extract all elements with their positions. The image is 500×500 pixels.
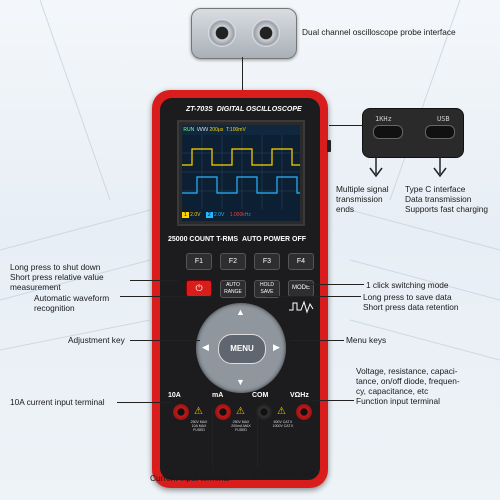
waveform-plot	[182, 135, 300, 209]
menu-keys-callout: Menu keys	[346, 335, 387, 345]
menu-button[interactable]: MENU	[218, 334, 266, 364]
up-arrow-icon[interactable]: ▲	[236, 307, 245, 317]
hold-save-button[interactable]: HOLD SAVE	[254, 280, 280, 298]
signal-port	[373, 125, 403, 139]
terminal-vhz[interactable]	[296, 404, 312, 420]
side-port	[327, 140, 331, 152]
display: RUN \/\/\/\/ 200μs T:100mV 1 2.0V 2	[177, 120, 305, 226]
voltage-callout: Voltage, resistance, capaci- tance, on/o…	[356, 366, 460, 406]
f2-key[interactable]: F2	[220, 253, 246, 270]
current-input-callout: Current input terminal	[150, 473, 230, 483]
terminal-com-label: COM	[252, 392, 269, 399]
auto-wave-callout: Automatic waveform recognition	[34, 293, 110, 313]
lcd-bottom-bar: 1 2.0V 2 2.0V 1.000kHz	[182, 212, 251, 218]
right-arrow-icon[interactable]: ▶	[273, 342, 280, 352]
usb-panel-left-text: 1KHz	[375, 115, 392, 123]
typec-label: Type C interface Data transmission Suppo…	[405, 184, 489, 214]
warning-icon: ⚠	[194, 406, 203, 417]
terminal-com[interactable]	[256, 404, 272, 420]
warning-icon: ⚠	[277, 406, 286, 417]
waveform-icon	[289, 300, 314, 314]
multi-signal-label: Multiple signal transmission ends	[336, 184, 389, 214]
probe-jack-1	[208, 19, 236, 47]
lcd-screen: RUN \/\/\/\/ 200μs T:100mV 1 2.0V 2	[182, 125, 300, 221]
device-face: ZT-703S DIGITAL OSCILLOSCOPE RUN \/\/\/\…	[160, 98, 320, 480]
down-arrow-icon[interactable]: ▼	[236, 377, 245, 387]
power-callout: Long press to shut down Short press rela…	[10, 262, 104, 292]
com-callout: COM public end	[254, 469, 314, 479]
warning-icon: ⚠	[236, 406, 245, 417]
f1-key[interactable]: F1	[186, 253, 212, 270]
auto-range-button[interactable]: AUTO RANGE	[220, 280, 246, 298]
multimeter-device: ZT-703S DIGITAL OSCILLOSCOPE RUN \/\/\/\…	[152, 90, 328, 488]
probe-interface-image	[191, 8, 297, 59]
usb-c-port	[425, 125, 455, 139]
terminal-10a[interactable]	[173, 404, 189, 420]
terminal-vhz-label: VΩHz	[290, 392, 309, 399]
terminal-10a-rating: 250V MAX 10A MAX FUSED	[190, 420, 208, 432]
f4-key[interactable]: F4	[288, 253, 314, 270]
usb-panel-right-text: USB	[437, 115, 450, 123]
terminal-vhz-rating: 600V CAT II 1000V CAT II	[272, 420, 294, 428]
auto-power-off-label: AUTO POWER OFF	[242, 236, 307, 243]
usb-panel-arrows	[369, 156, 447, 178]
probe-interface-label: Dual channel oscilloscope probe interfac…	[302, 27, 456, 37]
terminal-ma-label: mA	[212, 392, 224, 399]
terminal-10a-label: 10A	[168, 392, 181, 399]
terminal-ma[interactable]	[215, 404, 231, 420]
power-icon: ⏻	[195, 283, 203, 293]
mode-button[interactable]: MODE	[288, 280, 314, 297]
terminal-ma-rating: 250V MAX 200mA MAX FUSED	[231, 420, 251, 432]
power-button[interactable]: ⏻	[186, 280, 212, 297]
left-arrow-icon[interactable]: ◀	[202, 342, 209, 352]
save-callout: Long press to save data Short press data…	[363, 292, 459, 312]
probe-jack-2	[252, 19, 280, 47]
usb-panel-image: 1KHz USB	[362, 108, 464, 158]
f3-key[interactable]: F3	[254, 253, 280, 270]
adjust-callout: Adjustment key	[68, 335, 125, 345]
current-10a-callout: 10A current input terminal	[10, 397, 105, 407]
navigation-pad: ▲ ▼ ◀ ▶ MENU	[196, 303, 286, 393]
device-model: ZT-703S DIGITAL OSCILLOSCOPE	[186, 106, 302, 113]
lcd-status-bar: RUN \/\/\/\/ 200μs T:100mV	[182, 125, 300, 135]
one-click-callout: 1 click switching mode	[366, 280, 449, 290]
counts-label: 25000 COUNT T-RMS	[168, 236, 239, 243]
